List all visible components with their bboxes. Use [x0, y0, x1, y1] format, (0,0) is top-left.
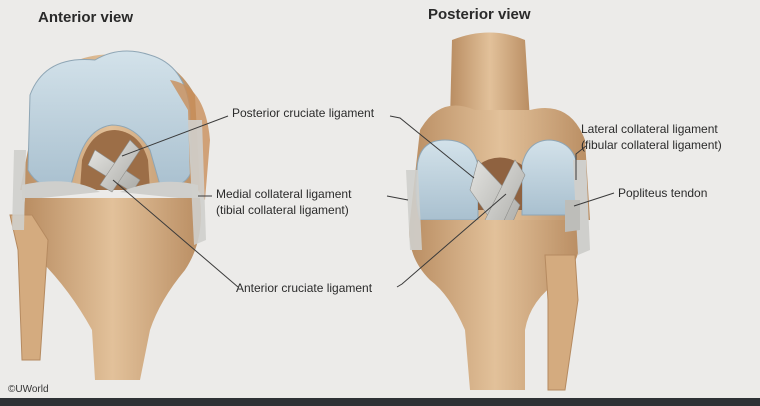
posterior-lcl-shape	[573, 160, 590, 255]
acl-leader-posterior	[396, 193, 507, 288]
pcl-leader-anterior	[121, 115, 229, 157]
posterior-knee	[406, 32, 590, 391]
popliteus-leader	[573, 192, 615, 207]
anterior-tibia	[24, 198, 201, 380]
anterior-fibula	[9, 214, 49, 361]
mcl-label-line1: Medial collateral ligament	[216, 187, 352, 201]
acl-label: Anterior cruciate ligament	[236, 281, 373, 295]
anterior-knee	[9, 50, 210, 380]
pcl-label: Posterior cruciate ligament	[232, 106, 375, 120]
lcl-label-line1: Lateral collateral ligament	[581, 122, 718, 136]
posterior-popliteus-shape	[565, 200, 580, 232]
popliteus-label: Popliteus tendon	[618, 186, 708, 200]
posterior-mcl-shape	[406, 170, 422, 250]
posterior-view-title: Posterior view	[428, 6, 531, 23]
mcl-leader-posterior	[386, 195, 409, 201]
posterior-tibia	[409, 220, 581, 390]
pcl-leader-posterior	[389, 115, 475, 179]
posterior-medial-condyle	[415, 139, 479, 221]
posterior-fibula	[544, 254, 579, 391]
lcl-leader	[575, 145, 587, 180]
credit-label: ©UWorld	[8, 384, 49, 395]
posterior-femur-shaft	[450, 32, 530, 120]
leader-lines	[112, 115, 615, 288]
anterior-view-title: Anterior view	[38, 9, 134, 26]
anterior-lateral-meniscus	[120, 181, 198, 200]
lcl-label-line2: (fibular collateral ligament)	[581, 138, 722, 152]
anterior-lcl-shape	[12, 150, 26, 230]
bottom-border-bar	[0, 398, 760, 406]
acl-leader-anterior	[112, 179, 239, 288]
mcl-label-line2: (tibial collateral ligament)	[216, 203, 349, 217]
anterior-mcl-shape	[188, 120, 206, 245]
anterior-medial-meniscus	[22, 181, 100, 200]
